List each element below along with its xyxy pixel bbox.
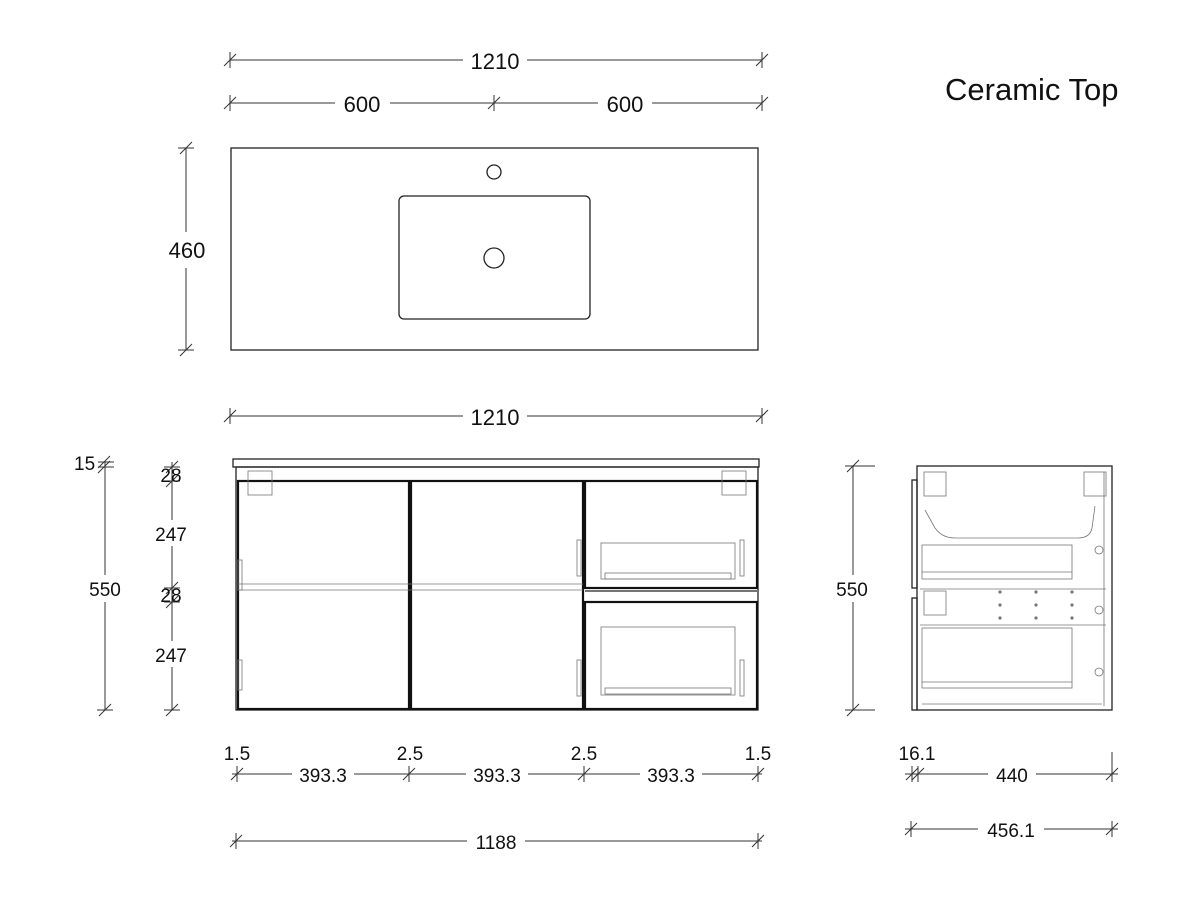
dim-label-1210-top: 1210 bbox=[471, 49, 520, 74]
ceramic-top-edge bbox=[232, 458, 760, 468]
dim-label-gap-top: 28 bbox=[160, 466, 181, 487]
dim-label-overall-depth: 456.1 bbox=[987, 821, 1035, 842]
dim-side-height: 550 bbox=[836, 459, 875, 717]
dim-label-left-half: 600 bbox=[344, 92, 381, 117]
tap-hole bbox=[486, 164, 502, 180]
dim-side-depth: 16.1 440 456.1 bbox=[899, 744, 1119, 842]
dim-label-door-thickness: 16.1 bbox=[899, 744, 936, 765]
dim-label-door-2: 393.3 bbox=[473, 766, 521, 787]
door-left bbox=[236, 479, 411, 711]
dim-front-carcass-width: 1188 bbox=[229, 833, 765, 854]
dim-label-height-side: 550 bbox=[836, 580, 868, 601]
dim-label-edge-right: 1.5 bbox=[745, 744, 771, 765]
drawing-title: Ceramic Top bbox=[945, 72, 1118, 107]
ceramic-top-outline bbox=[230, 147, 759, 351]
side-view: 550 bbox=[836, 459, 1119, 842]
waste-hole bbox=[483, 247, 505, 269]
dim-front-drawer-heights: 28 247 28 247 bbox=[152, 460, 192, 717]
vanity-cabinet-front bbox=[232, 458, 760, 711]
drawer-upper bbox=[583, 479, 759, 590]
dim-front-overall-width: 1210 bbox=[223, 405, 769, 430]
dim-top-depth: 460 bbox=[169, 141, 206, 357]
dim-label-edge-left: 1.5 bbox=[224, 744, 250, 765]
drawer-lower bbox=[583, 600, 759, 711]
dim-front-bottom-gaps: 1.5 2.5 2.5 1.5 bbox=[224, 744, 771, 765]
dim-label-gap-2: 2.5 bbox=[571, 744, 597, 765]
dim-label-depth: 460 bbox=[169, 238, 206, 263]
dim-label-height-left: 550 bbox=[89, 580, 121, 601]
dim-label-gap-mid: 28 bbox=[160, 586, 181, 607]
dim-top-halves: 600 600 bbox=[223, 92, 769, 117]
dim-front-left-heights: 15 550 bbox=[74, 454, 121, 717]
dim-label-drawer-1: 247 bbox=[155, 525, 187, 546]
front-view: 1210 15 550 bbox=[74, 405, 771, 854]
side-door-lower bbox=[911, 597, 918, 711]
dim-label-door-1: 393.3 bbox=[299, 766, 347, 787]
top-view: 1210 600 600 460 bbox=[169, 49, 769, 357]
door-middle bbox=[409, 479, 585, 711]
dim-label-drawer-2: 247 bbox=[155, 646, 187, 667]
dim-label-top-thickness: 15 bbox=[74, 454, 95, 475]
dim-front-door-widths: 393.3 393.3 393.3 bbox=[230, 766, 765, 787]
dim-label-right-half: 600 bbox=[607, 92, 644, 117]
vanity-cabinet-side bbox=[911, 465, 1113, 711]
dim-label-door-3: 393.3 bbox=[647, 766, 695, 787]
side-door-upper bbox=[911, 479, 918, 589]
dim-top-overall-width: 1210 bbox=[223, 49, 769, 74]
side-carcass-outline bbox=[916, 465, 1113, 711]
dim-label-1210-front: 1210 bbox=[471, 405, 520, 430]
dim-label-1188: 1188 bbox=[476, 833, 517, 854]
dim-label-gap-1: 2.5 bbox=[397, 744, 423, 765]
dim-label-carcass-depth: 440 bbox=[996, 766, 1028, 787]
basin-bowl bbox=[398, 195, 591, 320]
